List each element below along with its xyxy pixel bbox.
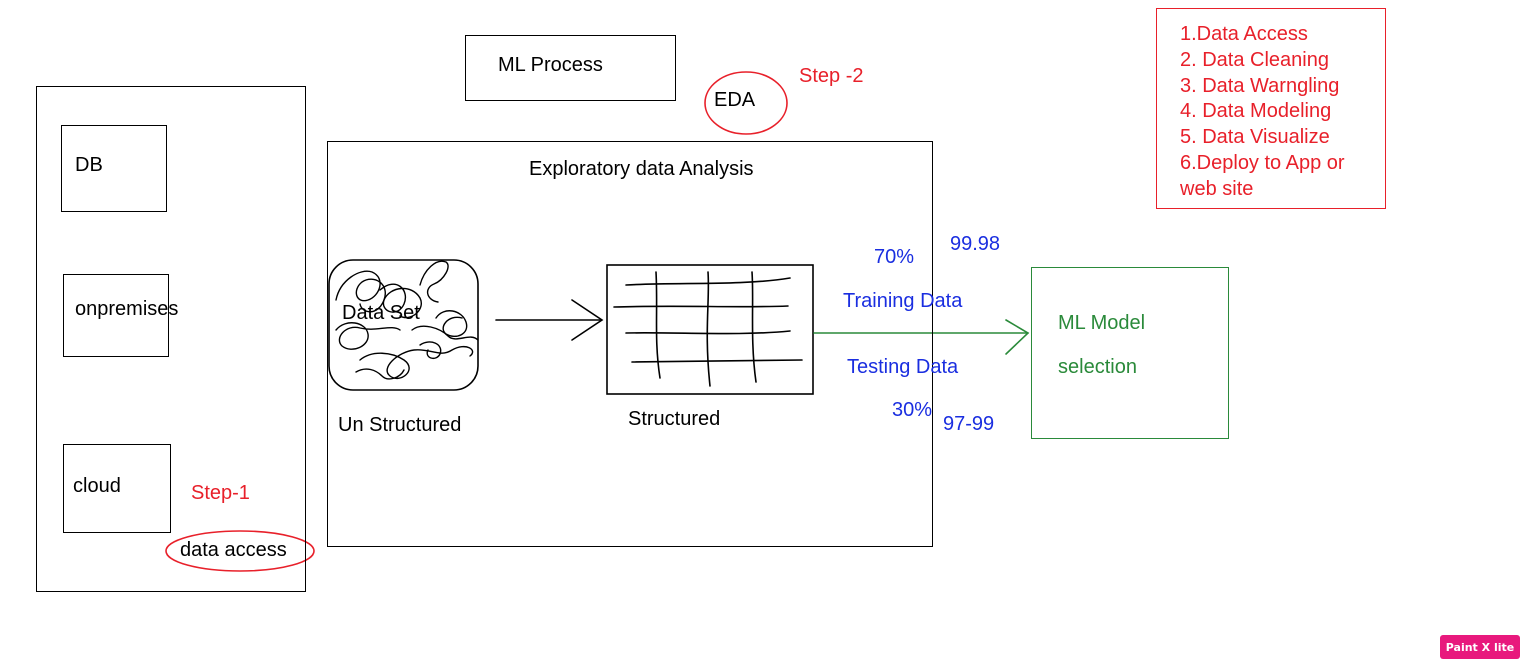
steps-list-item: 5. Data Visualize <box>1180 126 1330 149</box>
structured-box <box>606 264 814 395</box>
page-title: ML Process <box>498 54 603 76</box>
dataset-scribble <box>335 260 479 380</box>
model-label-line2: selection <box>1058 356 1137 378</box>
model-selection-box <box>1031 267 1229 439</box>
training-data-label: Training Data <box>843 290 963 312</box>
onpremises-source-box <box>63 274 169 357</box>
db-source-label: DB <box>75 154 103 176</box>
data-access-panel <box>36 86 306 592</box>
data-access-highlight-ellipse <box>165 530 315 572</box>
title-box <box>465 35 676 101</box>
db-source-box <box>61 125 167 212</box>
eda-label: EDA <box>714 89 756 111</box>
dataset-box <box>328 259 479 391</box>
testing-data-label: Testing Data <box>847 356 959 378</box>
test-score: 97-99 <box>943 413 995 435</box>
cloud-source-box <box>63 444 171 533</box>
test-percent: 30% <box>892 399 933 421</box>
structured-label: Structured <box>628 408 721 430</box>
eda-highlight-ellipse <box>704 71 788 135</box>
steps-list-item: 6.Deploy to App or <box>1180 151 1345 174</box>
unstructured-label: Un Structured <box>338 414 462 436</box>
structured-grid <box>613 271 803 387</box>
dataset-label: Data Set <box>342 302 420 324</box>
eda-box <box>327 141 933 547</box>
steps-list-item: 3. Data Warngling <box>1180 74 1340 97</box>
onpremises-source-label: onpremises <box>75 298 179 320</box>
steps-list-item: 4. Data Modeling <box>1180 100 1332 123</box>
data-access-label: data access <box>180 539 287 561</box>
step2-label: Step -2 <box>799 65 864 87</box>
steps-list-item: 2. Data Cleaning <box>1180 48 1329 71</box>
steps-list-box <box>1156 8 1386 209</box>
step1-label: Step-1 <box>191 482 250 504</box>
paint-x-lite-badge[interactable]: Paint X lite <box>1440 635 1520 659</box>
steps-list-item: 1.Data Access <box>1180 23 1308 45</box>
steps-list-item: web site <box>1180 177 1254 200</box>
train-percent: 70% <box>874 246 915 268</box>
cloud-source-label: cloud <box>73 475 121 497</box>
model-arrow <box>813 319 1030 355</box>
transform-arrow <box>495 299 604 341</box>
model-label-line1: ML Model <box>1058 312 1146 334</box>
train-score: 99.98 <box>950 233 1001 255</box>
eda-box-title: Exploratory data Analysis <box>529 158 754 180</box>
steps-list: 1.Data Access 2. Data Cleaning 3. Data W… <box>1180 22 1345 203</box>
